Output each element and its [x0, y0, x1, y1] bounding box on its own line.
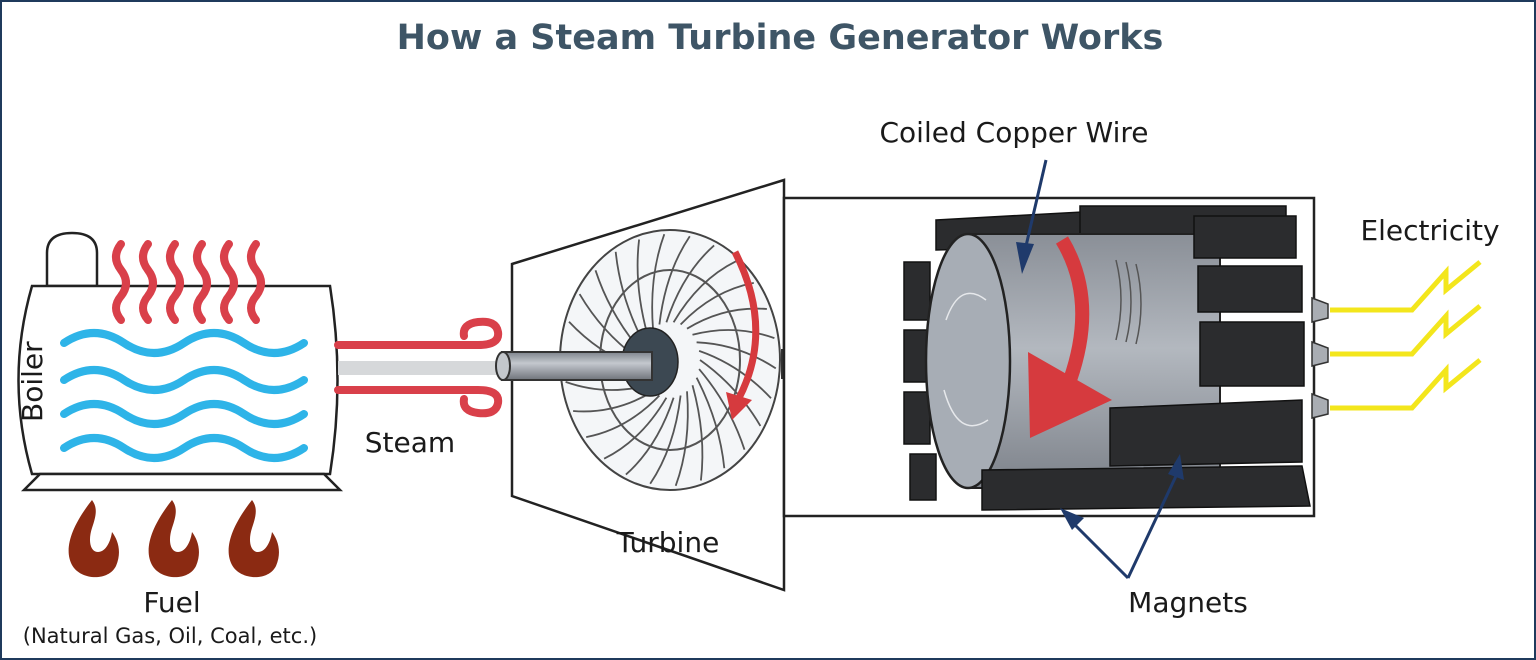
steam-pipes — [334, 317, 503, 418]
coil-windings — [1115, 259, 1142, 345]
lightning-icon — [1330, 358, 1482, 411]
turbine-blade — [692, 329, 775, 339]
magnets-label: Magnets — [1128, 586, 1248, 619]
water-waves — [60, 329, 308, 462]
turbine-blade — [651, 233, 666, 329]
steam-wave-icon — [139, 240, 157, 324]
boiler-dome — [45, 231, 99, 288]
steam-wave-icon — [247, 240, 265, 324]
rotation-arrow-icon — [1055, 236, 1090, 383]
turbine-blade — [691, 384, 704, 481]
shaft-front — [501, 351, 653, 381]
magnet — [909, 453, 937, 501]
turbine-blade — [672, 260, 737, 323]
steam-wave-icon — [193, 240, 211, 324]
generator — [782, 196, 1329, 518]
magnet — [981, 465, 1311, 511]
fuel-label: Fuel — [143, 586, 200, 619]
water-wave-icon — [60, 366, 308, 394]
turbine-blade — [698, 350, 772, 399]
steam-wave-icon — [112, 240, 130, 324]
turbine-blade — [665, 244, 715, 323]
steam-wave-icon — [166, 240, 184, 324]
magnet — [903, 391, 931, 445]
magnet — [1199, 321, 1305, 387]
terminal — [1311, 392, 1329, 419]
fuel-examples-label: (Natural Gas, Oil, Coal, etc.) — [23, 624, 317, 648]
turbine — [510, 178, 786, 592]
turbine-blade — [699, 359, 762, 427]
fuel-flames — [68, 500, 279, 578]
boiler-label: Boiler — [16, 341, 49, 422]
lightning-icon — [1330, 260, 1482, 313]
output-terminals — [1311, 296, 1329, 419]
flame-icon — [228, 500, 279, 578]
turbine-label: Turbine — [616, 526, 720, 559]
turbine-blade — [625, 397, 675, 476]
flame-icon — [148, 500, 199, 578]
turbine-blade — [586, 394, 661, 438]
turbine-blade — [686, 307, 767, 330]
turbine-blade — [698, 368, 746, 450]
turbine-blade — [695, 377, 726, 469]
steam-pipe-lower — [334, 386, 503, 418]
terminal — [1311, 340, 1329, 367]
boiler: Boiler — [16, 231, 344, 492]
turbine-blade — [649, 395, 682, 485]
magnet — [903, 261, 931, 321]
magnets-pointers — [1072, 475, 1178, 580]
copper-wire-pointer — [1016, 159, 1048, 274]
water-wave-icon — [60, 329, 308, 357]
rotation-arrow-head — [726, 392, 752, 420]
magnets-front — [981, 215, 1311, 511]
electricity-bolts — [1330, 260, 1482, 411]
steam-label: Steam — [365, 426, 455, 459]
boiler-base — [20, 472, 344, 492]
turbine-blade — [603, 397, 668, 460]
flame-icon — [68, 500, 119, 578]
magnet — [1109, 399, 1303, 467]
steam-pipe-upper — [334, 317, 503, 349]
shaft-end — [495, 351, 511, 381]
turbine-blade — [674, 391, 689, 487]
coiled-copper-wire-label: Coiled Copper Wire — [880, 116, 1149, 149]
turbine-blade — [658, 235, 691, 325]
turbine-blade — [696, 341, 777, 370]
page-title: How a Steam Turbine Generator Works — [397, 18, 1164, 58]
magnet — [1193, 215, 1297, 259]
water-wave-icon — [60, 434, 308, 462]
water-wave-icon — [60, 400, 308, 428]
rotation-arrow-head-large — [1028, 352, 1112, 438]
magnet — [1197, 265, 1303, 313]
coil-cylinder-face — [924, 232, 1012, 490]
terminal — [1311, 296, 1329, 323]
lightning-icon — [1330, 304, 1482, 357]
heat-waves — [112, 240, 265, 324]
rotation-arrow-icon — [731, 250, 760, 402]
magnets-pointer-heads — [1060, 454, 1184, 530]
steam-wave-icon — [220, 240, 238, 324]
electricity-label: Electricity — [1360, 214, 1499, 247]
turbine-blade — [636, 239, 649, 336]
coil-face-highlights — [943, 292, 989, 427]
